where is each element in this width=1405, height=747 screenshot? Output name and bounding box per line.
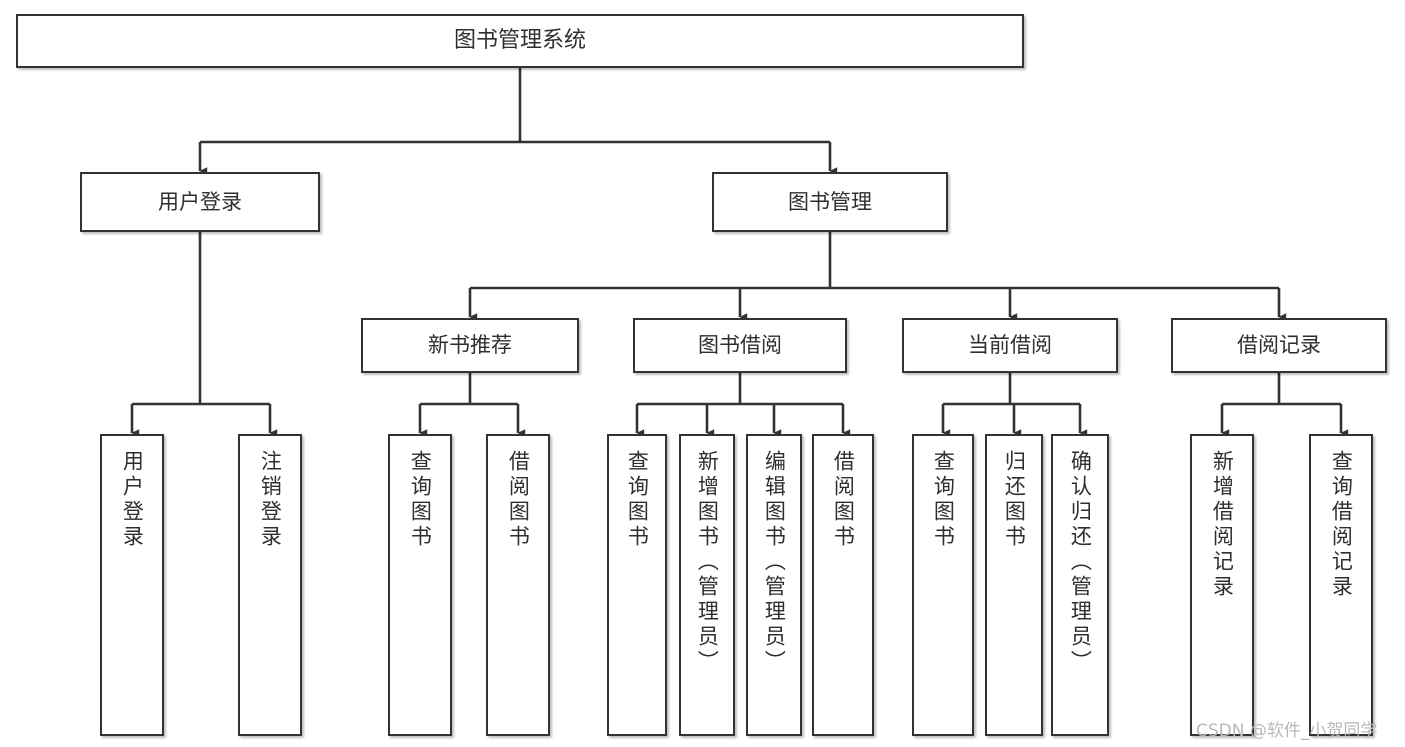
- node-leaf-query-record[interactable]: 查询借阅记录: [1309, 434, 1373, 736]
- node-root-label: 图书管理系统: [453, 28, 586, 54]
- node-leaf-edit-book[interactable]: 编辑图书（管理员）: [746, 434, 802, 736]
- node-leaf-add-book-label: 新增图书（管理员）: [695, 450, 720, 675]
- node-leaf-query-book-2[interactable]: 查询图书: [607, 434, 667, 736]
- node-leaf-user-login[interactable]: 用户登录: [100, 434, 164, 736]
- node-book-borrow-label: 图书借阅: [698, 333, 782, 358]
- node-book-borrow[interactable]: 图书借阅: [633, 318, 847, 373]
- node-leaf-borrow-book-1-label: 借阅图书: [506, 450, 531, 550]
- node-book-manage[interactable]: 图书管理: [712, 172, 948, 232]
- node-leaf-return-book-label: 归还图书: [1002, 450, 1027, 550]
- node-leaf-user-login-label: 用户登录: [120, 450, 145, 550]
- node-leaf-query-book-1-label: 查询图书: [408, 450, 433, 550]
- node-leaf-edit-book-label: 编辑图书（管理员）: [762, 450, 787, 675]
- node-leaf-add-book[interactable]: 新增图书（管理员）: [679, 434, 735, 736]
- node-leaf-borrow-book-1[interactable]: 借阅图书: [486, 434, 550, 736]
- node-leaf-query-record-label: 查询借阅记录: [1329, 450, 1354, 600]
- node-current-borrow-label: 当前借阅: [968, 333, 1052, 358]
- node-leaf-borrow-book-2[interactable]: 借阅图书: [812, 434, 874, 736]
- node-leaf-add-record[interactable]: 新增借阅记录: [1190, 434, 1254, 736]
- node-leaf-logout-label: 注销登录: [258, 450, 283, 550]
- node-leaf-add-record-label: 新增借阅记录: [1210, 450, 1235, 600]
- node-book-manage-label: 图书管理: [788, 189, 872, 214]
- node-root[interactable]: 图书管理系统: [16, 14, 1024, 68]
- node-new-book-recommend[interactable]: 新书推荐: [361, 318, 579, 373]
- node-user-login[interactable]: 用户登录: [80, 172, 320, 232]
- node-leaf-query-book-3[interactable]: 查询图书: [912, 434, 974, 736]
- node-leaf-confirm-return[interactable]: 确认归还（管理员）: [1051, 434, 1109, 736]
- node-leaf-borrow-book-2-label: 借阅图书: [831, 450, 856, 550]
- node-leaf-confirm-return-label: 确认归还（管理员）: [1068, 450, 1093, 675]
- node-leaf-return-book[interactable]: 归还图书: [985, 434, 1043, 736]
- node-user-login-label: 用户登录: [158, 189, 242, 214]
- node-borrow-record-label: 借阅记录: [1237, 333, 1321, 358]
- node-borrow-record[interactable]: 借阅记录: [1171, 318, 1387, 373]
- node-new-book-recommend-label: 新书推荐: [428, 333, 512, 358]
- node-leaf-query-book-3-label: 查询图书: [931, 450, 956, 550]
- node-leaf-query-book-2-label: 查询图书: [625, 450, 650, 550]
- node-current-borrow[interactable]: 当前借阅: [902, 318, 1118, 373]
- csdn-watermark: CSDN @软件_小贺同学: [1196, 721, 1378, 741]
- node-leaf-query-book-1[interactable]: 查询图书: [388, 434, 452, 736]
- node-leaf-logout[interactable]: 注销登录: [238, 434, 302, 736]
